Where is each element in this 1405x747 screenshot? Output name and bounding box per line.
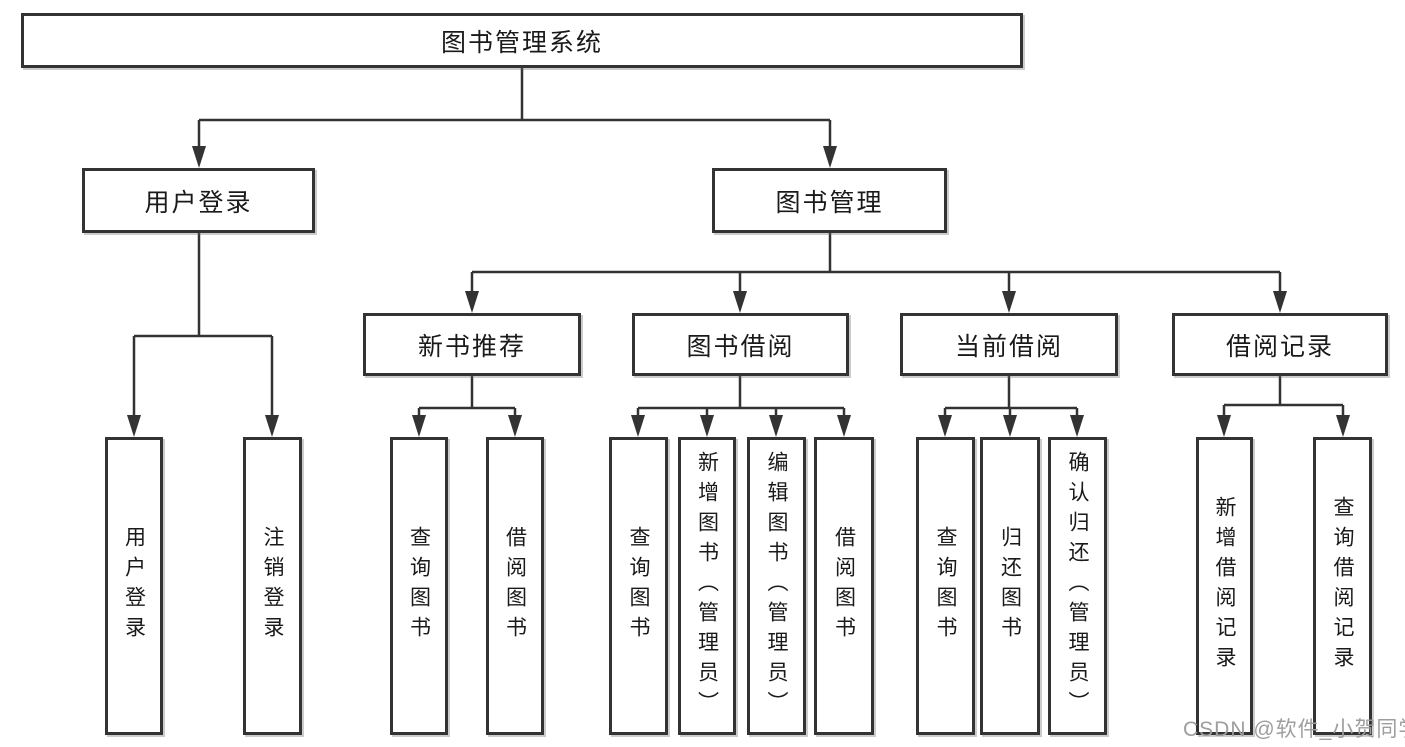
arrow-down-icon bbox=[733, 291, 747, 313]
node-label: 查询图书 bbox=[934, 526, 957, 646]
node-label: 新增借阅记录 bbox=[1213, 496, 1236, 676]
node-label: 图书借阅 bbox=[686, 332, 795, 361]
node-label: 借阅图书 bbox=[832, 526, 856, 646]
node-library-management-system: 图书管理系统 bbox=[21, 13, 1023, 68]
node-add-borrow-record: 新增借阅记录 bbox=[1196, 437, 1253, 735]
node-logout: 注销登录 bbox=[243, 437, 302, 735]
arrow-down-icon bbox=[508, 415, 522, 437]
arrow-down-icon bbox=[465, 291, 479, 313]
arrow-down-icon bbox=[1002, 291, 1016, 313]
node-current-borrow: 当前借阅 bbox=[900, 313, 1118, 376]
arrow-down-icon bbox=[412, 415, 426, 437]
arrow-down-icon bbox=[1003, 415, 1017, 437]
node-label: 归还图书 bbox=[998, 526, 1022, 646]
node-query-books-3: 查询图书 bbox=[916, 437, 975, 735]
node-label: 用户登录 bbox=[122, 526, 146, 646]
node-label: 查询图书 bbox=[627, 526, 650, 646]
edge-current-borrow-to-children bbox=[938, 376, 1084, 437]
node-book-management: 图书管理 bbox=[712, 168, 947, 233]
edge-book-borrow-to-children bbox=[631, 376, 851, 437]
node-borrow-books-1: 借阅图书 bbox=[486, 437, 544, 735]
node-add-books-admin: 新增图书（管理员） bbox=[678, 437, 736, 735]
csdn-watermark: CSDN @软件_小贺同学 bbox=[1183, 718, 1405, 741]
node-label: 编辑图书（管理员） bbox=[765, 451, 788, 721]
arrow-down-icon bbox=[1217, 415, 1231, 437]
arrow-down-icon bbox=[1336, 415, 1350, 437]
node-label: 查询图书 bbox=[407, 526, 431, 646]
node-label: 用户登录 bbox=[144, 188, 253, 217]
arrow-down-icon bbox=[769, 415, 783, 437]
node-borrow-records: 借阅记录 bbox=[1172, 313, 1388, 376]
node-label: 图书管理 bbox=[775, 188, 884, 217]
arrow-down-icon bbox=[192, 146, 206, 168]
node-borrow-books-2: 借阅图书 bbox=[814, 437, 874, 735]
node-query-books-1: 查询图书 bbox=[390, 437, 448, 735]
node-label: 新书推荐 bbox=[417, 332, 526, 361]
node-label: 注销登录 bbox=[261, 526, 284, 646]
arrow-down-icon bbox=[823, 146, 837, 168]
arrow-down-icon bbox=[700, 415, 714, 437]
edge-user-login-to-children bbox=[127, 233, 279, 437]
arrow-down-icon bbox=[837, 415, 851, 437]
node-new-book-recommend: 新书推荐 bbox=[363, 313, 581, 376]
node-book-borrow: 图书借阅 bbox=[632, 313, 849, 376]
node-user-login-leaf: 用户登录 bbox=[105, 437, 163, 735]
node-user-login: 用户登录 bbox=[82, 168, 315, 233]
node-label: 当前借阅 bbox=[954, 332, 1063, 361]
node-label: 借阅图书 bbox=[503, 526, 527, 646]
arrow-down-icon bbox=[938, 415, 952, 437]
edge-book-mgmt-to-level3 bbox=[465, 233, 1287, 313]
node-label: 查询借阅记录 bbox=[1331, 496, 1354, 676]
node-label: 新增图书（管理员） bbox=[695, 451, 719, 721]
edge-new-book-to-children bbox=[412, 376, 522, 437]
node-return-books: 归还图书 bbox=[980, 437, 1040, 735]
node-edit-books-admin: 编辑图书（管理员） bbox=[747, 437, 806, 735]
node-label: 图书管理系统 bbox=[440, 28, 603, 57]
arrow-down-icon bbox=[631, 415, 645, 437]
arrow-down-icon bbox=[1273, 291, 1287, 313]
node-label: 确认归还（管理员） bbox=[1066, 451, 1089, 721]
arrow-down-icon bbox=[265, 415, 279, 437]
node-query-borrow-record: 查询借阅记录 bbox=[1313, 437, 1372, 735]
node-label: 借阅记录 bbox=[1225, 332, 1334, 361]
edge-borrow-records-to-children bbox=[1217, 376, 1350, 437]
edge-root-to-level2 bbox=[192, 68, 837, 168]
arrow-down-icon bbox=[1070, 415, 1084, 437]
node-query-books-2: 查询图书 bbox=[609, 437, 668, 735]
node-confirm-return-admin: 确认归还（管理员） bbox=[1048, 437, 1107, 735]
arrow-down-icon bbox=[127, 415, 141, 437]
